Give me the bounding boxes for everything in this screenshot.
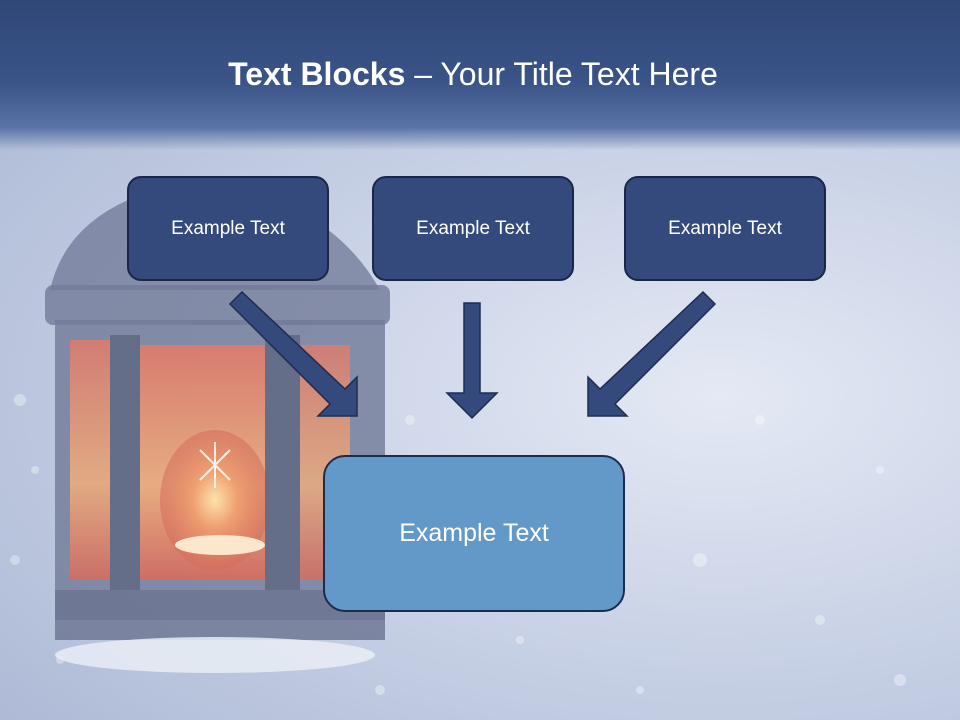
arrow-down-right-icon <box>228 290 358 417</box>
title-bar <box>0 0 960 150</box>
text-block-right[interactable]: Example Text <box>624 176 826 281</box>
text-block-main[interactable]: Example Text <box>323 455 625 612</box>
text-block-center[interactable]: Example Text <box>372 176 574 281</box>
arrow-down-icon <box>445 302 499 420</box>
text-block-left[interactable]: Example Text <box>127 176 329 281</box>
arrow-down-left-icon <box>587 290 717 417</box>
slide-title: Text Blocks – Your Title Text Here <box>0 54 946 94</box>
title-bold-part: Text Blocks <box>228 56 406 92</box>
title-regular-part: – Your Title Text Here <box>405 56 718 92</box>
